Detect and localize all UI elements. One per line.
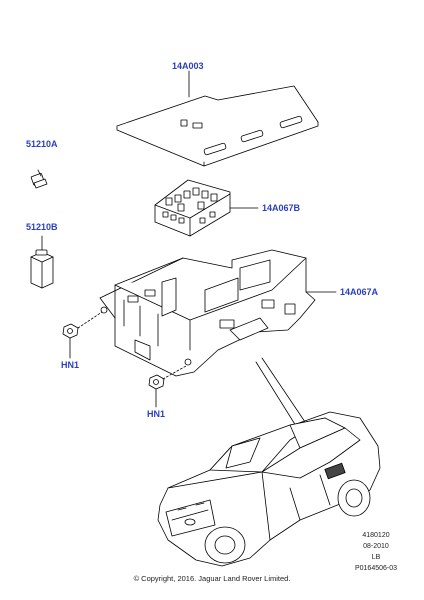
- callout-relay-block[interactable]: 14A067B: [262, 203, 301, 213]
- fuse-large-part[interactable]: [30, 235, 54, 289]
- callout-nut-bottom[interactable]: HN1: [147, 409, 166, 419]
- vehicle-illustration: [157, 411, 381, 567]
- cover-part[interactable]: [116, 85, 319, 167]
- drawing-number: 4180120: [362, 532, 390, 539]
- fuse-box-housing-part[interactable]: [99, 249, 316, 377]
- leader-nut-left-to-housing: [77, 311, 103, 329]
- leader-nut-bottom-to-housing: [162, 365, 187, 380]
- drawing-side: LB: [371, 554, 381, 561]
- drawing-date: 08-2010: [363, 543, 389, 550]
- callout-fuse-small[interactable]: 51210A: [26, 139, 58, 149]
- nut-bottom-part[interactable]: [148, 374, 165, 390]
- callout-fuse-large[interactable]: 51210B: [26, 222, 58, 232]
- callout-cover[interactable]: 14A003: [172, 61, 204, 71]
- callout-nut-left[interactable]: HN1: [61, 360, 80, 370]
- drawing-metadata: 4180120 08-2010 LB P0164506-03: [340, 530, 412, 574]
- illustration-ref: P0164506-03: [354, 565, 398, 572]
- copyright-notice: © Copyright, 2016. Jaguar Land Rover Lim…: [133, 574, 291, 583]
- relay-block-part[interactable]: [154, 179, 231, 237]
- callout-fuse-box-housing[interactable]: 14A067A: [340, 287, 379, 297]
- nut-left-part[interactable]: [62, 323, 79, 339]
- fuse-small-part[interactable]: [30, 169, 48, 189]
